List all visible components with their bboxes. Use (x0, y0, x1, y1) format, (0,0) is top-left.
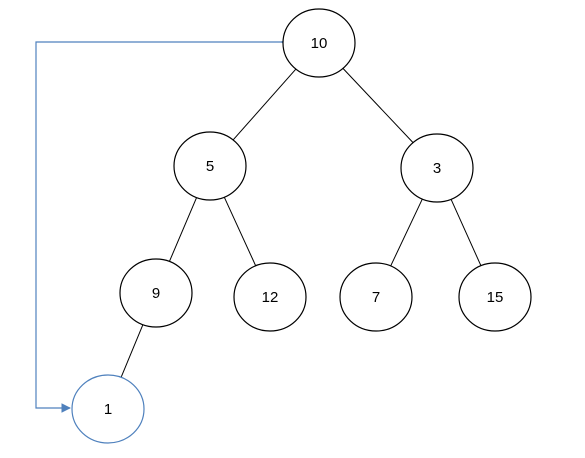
nodes-layer: 10 5 3 9 12 7 15 1 (71, 8, 532, 444)
node-label: 9 (152, 285, 160, 302)
edge-n10-n3 (342, 68, 414, 143)
node-label: 3 (433, 160, 441, 177)
node-circle (282, 8, 356, 78)
node-label: 5 (206, 158, 214, 175)
tree-node-3: 3 (400, 133, 474, 203)
edge-n5-n9 (168, 197, 198, 262)
edge-n5-n12 (223, 196, 257, 267)
tree-node-5: 5 (173, 131, 247, 201)
node-label: 7 (372, 289, 380, 306)
tree-node-9: 9 (119, 258, 193, 328)
node-circle (458, 262, 532, 332)
node-circle (119, 258, 193, 328)
node-label: 10 (311, 35, 328, 52)
node-label: 12 (262, 289, 279, 306)
node-circle (339, 262, 413, 332)
tree-node-12: 12 (233, 262, 307, 332)
connector-arrow-n1-n10 (35, 37, 290, 413)
connector-layer (35, 37, 290, 413)
node-circle (71, 374, 145, 444)
tree-node-1: 1 (71, 374, 145, 444)
node-label: 15 (487, 289, 504, 306)
edge-n9-n1 (120, 324, 144, 378)
node-circle (400, 133, 474, 203)
edge-n3-n15 (450, 199, 482, 266)
edge-n10-n5 (232, 68, 297, 141)
tree-node-15: 15 (458, 262, 532, 332)
tree-node-7: 7 (339, 262, 413, 332)
node-circle (173, 131, 247, 201)
node-label: 1 (104, 401, 112, 418)
node-circle (233, 262, 307, 332)
edge-n3-n7 (390, 198, 423, 267)
tree-node-10: 10 (282, 8, 356, 78)
edges-layer (120, 68, 482, 378)
